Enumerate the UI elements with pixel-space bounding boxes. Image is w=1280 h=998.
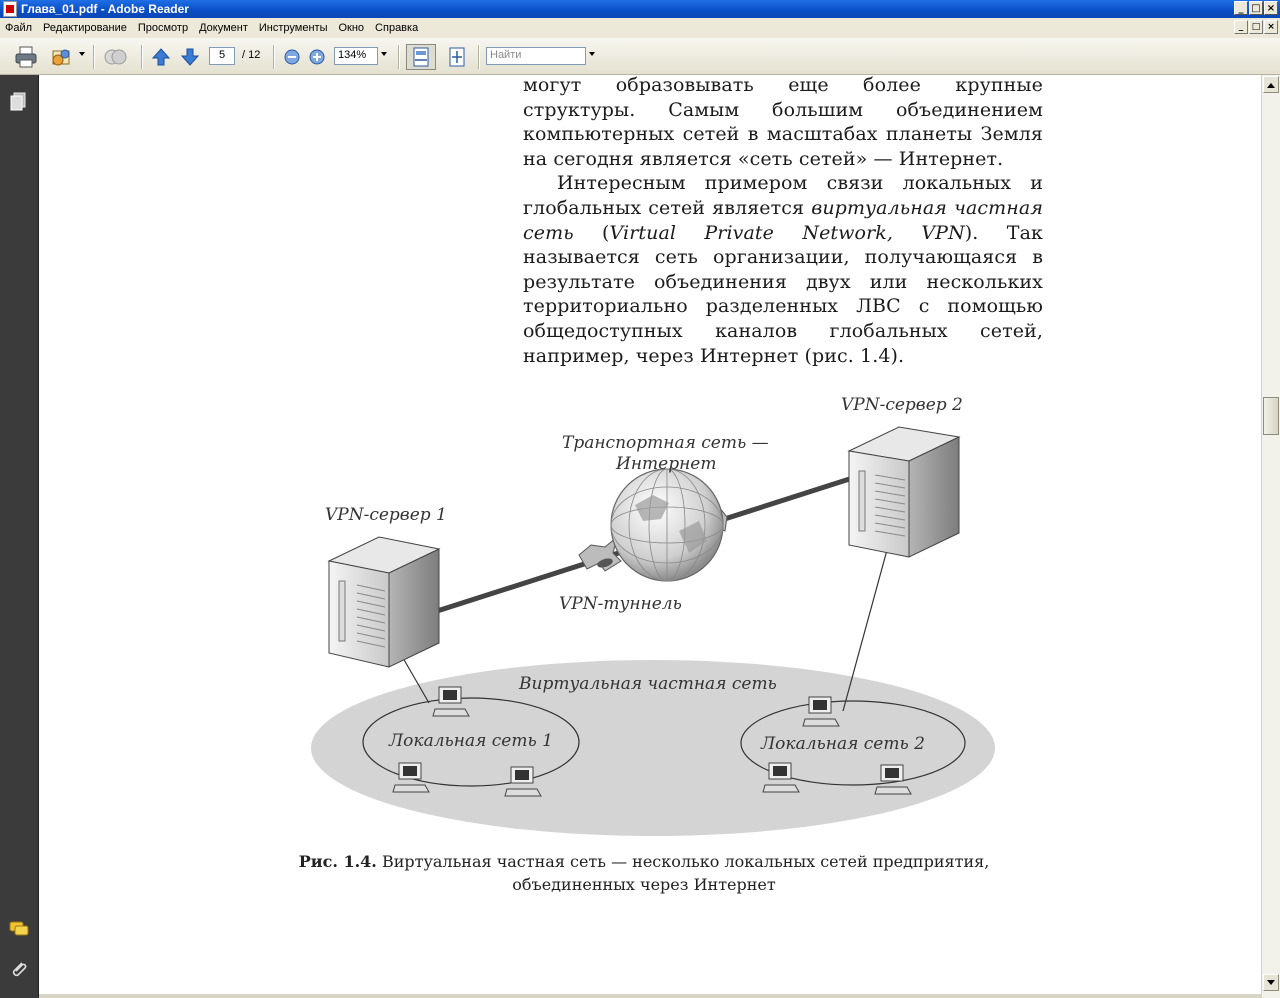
caption-line2: объединенных через Интернет (512, 875, 776, 894)
scroll-down-button[interactable] (1263, 974, 1279, 991)
window-title: Глава_01.pdf - Adobe Reader (21, 2, 189, 16)
fit-width-button[interactable] (406, 44, 436, 70)
email-button[interactable] (48, 46, 76, 68)
workstation (392, 762, 430, 793)
scroll-up-button[interactable] (1263, 76, 1279, 93)
vpn-diagram (311, 426, 995, 836)
workstation (874, 764, 912, 795)
close-button[interactable]: × (1264, 1, 1278, 15)
zoom-dropdown-arrow[interactable] (381, 52, 387, 56)
bottom-edge (39, 994, 1261, 998)
label-transport-line2: Интернет (616, 454, 717, 474)
document-text: могут образовывать еще более крупные стр… (523, 75, 1043, 368)
title-bar: Глава_01.pdf - Adobe Reader _ □ × (0, 0, 1280, 18)
fit-page-button[interactable] (444, 46, 470, 68)
menu-view[interactable]: Просмотр (137, 22, 189, 34)
workstation (504, 766, 542, 797)
zoom-out-icon (284, 49, 300, 65)
document-viewport[interactable]: могут образовывать еще более крупные стр… (39, 75, 1261, 998)
print-button[interactable] (12, 46, 40, 68)
menu-edit[interactable]: Редактирование (43, 22, 127, 34)
minimize-button[interactable]: _ (1234, 1, 1248, 15)
email-dropdown-arrow[interactable] (79, 52, 85, 56)
previous-page-button[interactable] (149, 46, 173, 68)
comments-icon[interactable] (8, 918, 30, 940)
server1-lan-link (402, 657, 430, 704)
doc-restore-button[interactable]: □ (1249, 20, 1263, 34)
scroll-thumb[interactable] (1263, 397, 1279, 435)
figure-caption: Рис. 1.4. Виртуальная частная сеть — нес… (264, 850, 1024, 896)
collaborate-button[interactable] (101, 46, 131, 68)
paperclip-icon[interactable] (8, 959, 30, 981)
scroll-up-icon (1267, 82, 1275, 88)
arrow-down-icon (180, 48, 200, 66)
vpn-server-2 (847, 426, 961, 558)
scroll-down-icon (1267, 979, 1275, 985)
workstation (802, 696, 840, 727)
toolbar: 5 / 12 134% Найти (0, 38, 1280, 75)
paragraph: Интересным примером связи локальных и гл… (523, 172, 1044, 367)
label-lan-1: Локальная сеть 1 (389, 731, 553, 751)
paragraph: могут образовывать еще более крупные стр… (523, 75, 1043, 170)
menu-file[interactable]: Файл (5, 22, 33, 34)
caption-number: Рис. 1.4. (298, 852, 377, 871)
pages-icon[interactable] (8, 91, 30, 113)
workstation (762, 762, 800, 793)
lan1-ring (362, 697, 580, 787)
vertical-scrollbar[interactable] (1261, 75, 1280, 998)
menu-window[interactable]: Окно (338, 22, 365, 34)
caption-line1: Виртуальная частная сеть — несколько лок… (376, 852, 990, 871)
vpn-server-1 (327, 536, 441, 668)
label-vpn-server-1: VPN-сервер 1 (325, 505, 447, 525)
menu-help[interactable]: Справка (375, 22, 419, 34)
search-input[interactable]: Найти (486, 47, 586, 65)
label-virtual-network: Виртуальная частная сеть (519, 674, 777, 694)
zoom-level-input[interactable]: 134% (334, 47, 378, 65)
navigation-pane (0, 75, 39, 998)
workstation (432, 686, 470, 717)
collaborate-icon (104, 49, 127, 65)
label-transport-line1: Транспортная сеть — (562, 433, 769, 453)
label-lan-2: Локальная сеть 2 (761, 734, 925, 754)
page-total-label: / 12 (242, 49, 261, 61)
menu-tools[interactable]: Инструменты (258, 22, 328, 34)
zoom-in-button[interactable] (306, 46, 328, 68)
internet-globe (578, 468, 728, 582)
label-vpn-tunnel: VPN-туннель (559, 594, 682, 614)
label-vpn-server-2: VPN-сервер 2 (841, 395, 963, 415)
mail-icon (52, 49, 70, 66)
maximize-button[interactable]: □ (1249, 1, 1263, 15)
pdf-document-icon (3, 1, 17, 17)
doc-minimize-button[interactable]: _ (1234, 20, 1248, 34)
search-dropdown-arrow[interactable] (589, 52, 595, 56)
doc-close-button[interactable]: × (1264, 20, 1278, 34)
page-number-input[interactable]: 5 (209, 47, 235, 65)
zoom-out-button[interactable] (281, 46, 303, 68)
server2-lan-link (842, 549, 888, 712)
printer-icon (15, 46, 37, 68)
zoom-in-icon (309, 49, 325, 65)
menu-bar: Файл Редактирование Просмотр Документ Ин… (0, 18, 1280, 38)
fit-page-icon (449, 47, 465, 67)
arrow-up-icon (151, 48, 171, 66)
menu-document[interactable]: Документ (199, 22, 248, 34)
fit-width-icon (413, 47, 429, 67)
lan2-ring (740, 700, 966, 786)
next-page-button[interactable] (178, 46, 202, 68)
